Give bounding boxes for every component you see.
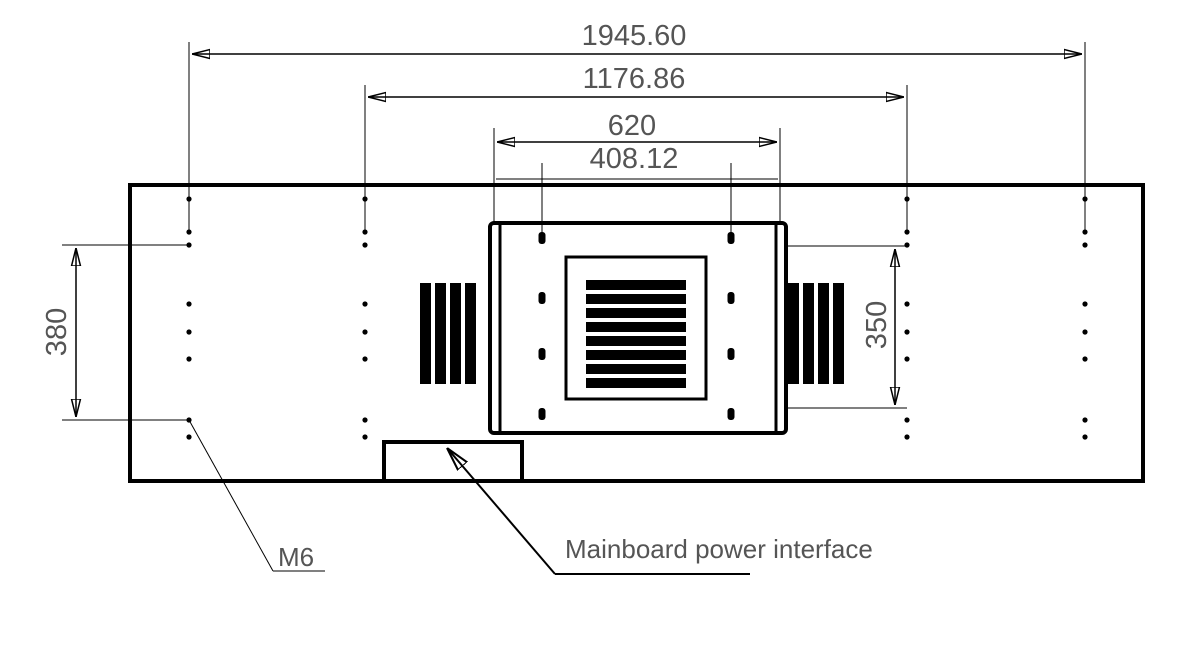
mount-hole [1082, 434, 1088, 440]
mounting-holes [186, 196, 1088, 440]
mount-hole [1082, 196, 1088, 202]
mount-hole [186, 196, 192, 202]
leader-power: Mainboard power interface [447, 448, 873, 575]
mount-hole [362, 196, 368, 202]
callout-m6: M6 [278, 542, 314, 572]
callout-power: Mainboard power interface [565, 534, 873, 564]
mount-hole [904, 242, 910, 248]
heatsink-fin [465, 283, 476, 384]
heatsink-fin [435, 283, 446, 384]
mount-hole [186, 356, 192, 362]
grille-slat [586, 364, 686, 374]
mount-hole [904, 356, 910, 362]
left-heatsink [420, 283, 476, 384]
mount-hole [904, 329, 910, 335]
leader-m6: M6 [188, 419, 325, 572]
box-slot [727, 232, 735, 244]
dimension-text-overall: 1945.60 [582, 20, 687, 52]
mount-hole [1082, 356, 1088, 362]
grille-slat [586, 322, 686, 332]
mount-hole [186, 242, 192, 248]
mount-hole [362, 242, 368, 248]
mount-hole [1082, 417, 1088, 423]
grille-slat [586, 294, 686, 304]
mount-hole [186, 229, 192, 235]
box-slot [538, 408, 546, 420]
mount-hole [1082, 301, 1088, 307]
dimension-text-holes: 408.12 [590, 143, 679, 175]
mount-hole [186, 301, 192, 307]
mount-hole [362, 229, 368, 235]
dimension-text-right: 350 [861, 301, 893, 349]
control-box [488, 221, 788, 435]
dimension-left-height: 380 [41, 244, 189, 421]
box-slot [538, 232, 546, 244]
box-mount-slots [538, 232, 735, 420]
mount-hole [186, 434, 192, 440]
mount-hole [362, 434, 368, 440]
heatsink-fin [833, 283, 844, 384]
dimension-overall-width: 1945.60 [188, 20, 1086, 230]
dimension-text-box: 620 [608, 110, 656, 142]
heatsink-fin [450, 283, 461, 384]
grille-slat [586, 308, 686, 318]
box-slot [538, 348, 546, 360]
dimension-right-height: 350 [786, 245, 907, 409]
dimension-text-inner: 1176.86 [583, 63, 686, 95]
mount-hole [904, 417, 910, 423]
mount-hole [1082, 242, 1088, 248]
grille-slat [586, 350, 686, 360]
vent-grille [586, 280, 686, 388]
dimension-hole-spacing: 408.12 [496, 143, 778, 240]
mount-hole [362, 301, 368, 307]
mount-hole [904, 196, 910, 202]
dimension-box-width: 620 [493, 110, 781, 225]
mount-hole [904, 229, 910, 235]
box-slot [727, 408, 735, 420]
power-interface-box [382, 440, 524, 483]
grille-slat [586, 378, 686, 388]
box-slot [538, 292, 546, 304]
mount-hole [1082, 329, 1088, 335]
grille-slat [586, 280, 686, 290]
panel-outline [128, 183, 1145, 483]
box-slot [727, 348, 735, 360]
mount-hole [904, 434, 910, 440]
mount-hole [1082, 229, 1088, 235]
mount-hole [362, 356, 368, 362]
grille-slat [586, 336, 686, 346]
dimension-text-left: 380 [41, 308, 73, 356]
mount-hole [186, 329, 192, 335]
heatsink-fin [788, 283, 799, 384]
mount-hole [362, 329, 368, 335]
heatsink-fin [803, 283, 814, 384]
right-heatsink [788, 283, 844, 384]
mount-hole [362, 417, 368, 423]
heatsink-fin [818, 283, 829, 384]
box-slot [727, 292, 735, 304]
dimension-inner-width: 1176.86 [364, 63, 908, 230]
mount-hole [904, 301, 910, 307]
heatsink-fin [420, 283, 431, 384]
